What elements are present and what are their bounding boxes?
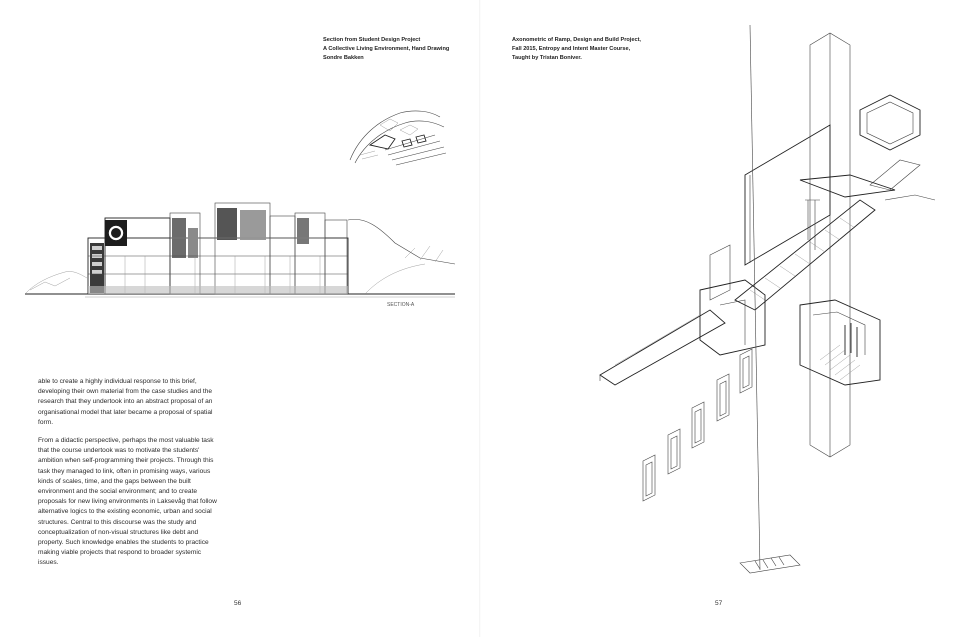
page-number: 57 — [715, 600, 723, 607]
caption-line: Sondre Bakken — [323, 55, 364, 61]
gutter — [479, 0, 481, 637]
body-text: able to create a highly individual respo… — [38, 377, 223, 577]
page-number: 56 — [234, 600, 242, 607]
section-label: SECTION-A — [387, 302, 415, 308]
right-page: Axonometric of Ramp, Design and Build Pr… — [480, 0, 960, 637]
caption-line: Taught by Tristan Boniver. — [512, 55, 582, 61]
caption-line: Fall 2015, Entropy and Intent Master Cou… — [512, 46, 631, 52]
section-drawing: SECTION-A — [24, 202, 456, 308]
caption-line: Axonometric of Ramp, Design and Build Pr… — [512, 37, 641, 43]
caption-line: Section from Student Design Project — [323, 37, 421, 43]
site-plan-sketch — [349, 110, 447, 166]
section-caption: Section from Student Design Project A Co… — [323, 36, 449, 63]
body-paragraph: able to create a highly individual respo… — [38, 378, 213, 426]
axonometric-caption: Axonometric of Ramp, Design and Build Pr… — [512, 36, 641, 63]
left-page: Section from Student Design Project A Co… — [24, 36, 456, 607]
axonometric-drawing — [599, 24, 936, 574]
caption-line: A Collective Living Environment, Hand Dr… — [323, 46, 450, 52]
body-paragraph: From a didactic perspective, perhaps the… — [38, 437, 217, 567]
